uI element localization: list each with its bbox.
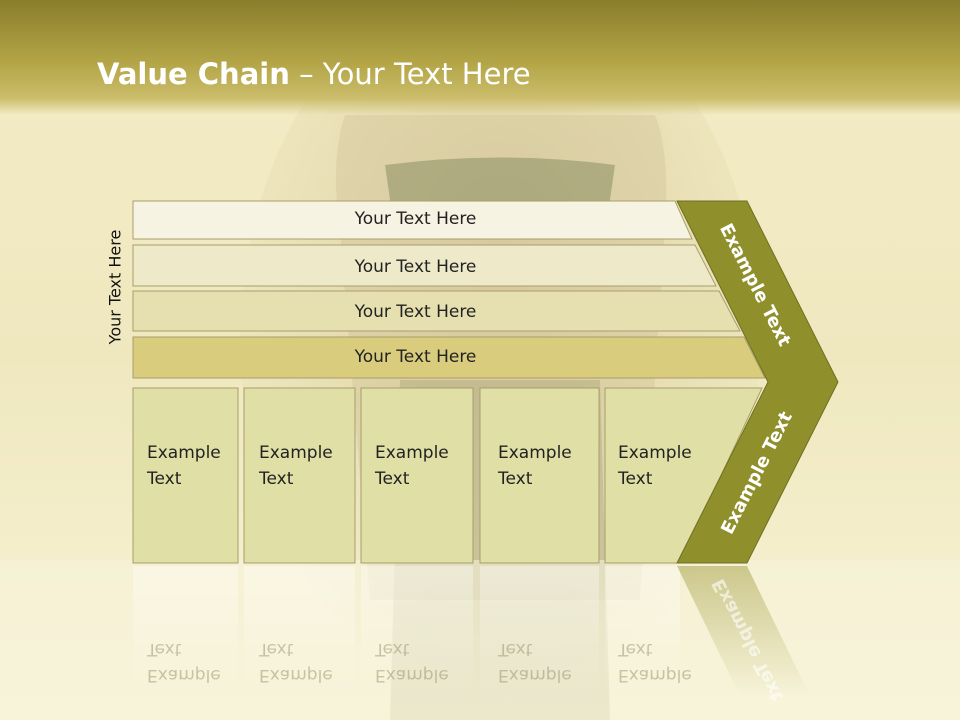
activity-label-3: Example Text (375, 440, 475, 492)
activity-label-2-line1: Example (259, 443, 333, 463)
activity-label-reflection-2: Example Text (259, 636, 359, 688)
activity-label-5-line1: Example (618, 443, 692, 463)
box-reflection-2 (244, 566, 355, 696)
activity-label-reflection-4: Example Text (498, 636, 598, 688)
title-strong: Value Chain (97, 57, 290, 91)
reflection-line: Text (618, 639, 653, 659)
activity-label-4-line2: Text (498, 469, 533, 489)
reflection-line: Example (375, 665, 449, 685)
activity-label-2: Example Text (259, 440, 359, 492)
activity-label-1-line2: Text (147, 469, 182, 489)
activity-box-1[interactable] (132, 387, 239, 564)
reflection-line: Example (259, 665, 333, 685)
reflection-line: Text (259, 639, 294, 659)
margin-chevron[interactable] (676, 200, 839, 564)
activity-label-1-line1: Example (147, 443, 221, 463)
chevron-reflection (677, 566, 810, 696)
row-bar-1[interactable] (132, 200, 693, 240)
row-label-1: Your Text Here (354, 209, 477, 229)
reflection-line: Example (618, 665, 692, 685)
title-bar (0, 0, 960, 115)
title-rest: – Your Text Here (289, 57, 531, 91)
row-bar-4[interactable] (132, 336, 766, 379)
activity-box-2[interactable] (243, 387, 356, 564)
row-bar-3[interactable] (132, 290, 741, 332)
activity-label-4: Example Text (498, 440, 598, 492)
box-reflection-5 (605, 566, 680, 696)
row-bar-2[interactable] (132, 244, 717, 287)
activity-label-3-line2: Text (375, 469, 410, 489)
box-reflection-1 (133, 566, 238, 696)
activity-label-2-line2: Text (259, 469, 294, 489)
activity-label-5-line2: Text (618, 469, 653, 489)
activity-label-reflection-1: Example Text (147, 636, 247, 688)
reflection-line: Text (375, 639, 410, 659)
activity-label-reflection-5: Example Text (618, 636, 718, 688)
reflection-line: Text (498, 639, 533, 659)
activity-label-1: Example Text (147, 440, 247, 492)
row-label-4: Your Text Here (354, 347, 477, 367)
slide-title: Value Chain – Your Text Here (97, 56, 531, 92)
activity-label-3-line1: Example (375, 443, 449, 463)
box-reflection-4 (480, 566, 599, 696)
side-label: Your Text Here (105, 229, 125, 345)
activity-box-4[interactable] (479, 387, 600, 564)
row-label-2: Your Text Here (354, 257, 477, 277)
reflection-line: Example (147, 665, 221, 685)
box-reflection-3 (361, 566, 473, 696)
reflection-line: Text (147, 639, 182, 659)
reflection-line: Example (498, 665, 572, 685)
activity-box-3[interactable] (360, 387, 474, 564)
activity-label-4-line1: Example (498, 443, 572, 463)
activity-label-5: Example Text (618, 440, 718, 492)
row-label-3: Your Text Here (354, 302, 477, 322)
activity-label-reflection-3: Example Text (375, 636, 475, 688)
